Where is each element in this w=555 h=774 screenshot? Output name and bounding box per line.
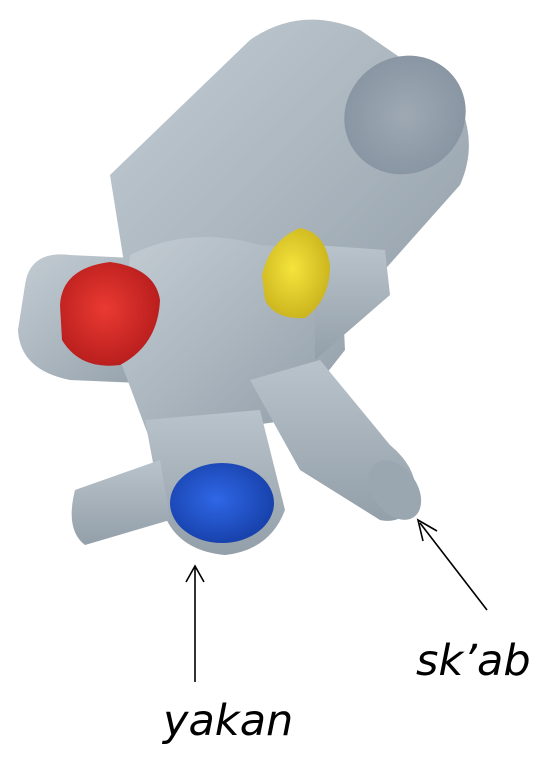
label-skab: sk’ab [416,640,531,683]
arrow-skab [418,520,487,610]
label-yakan: yakan [163,700,293,743]
arrow-yakan [186,566,204,682]
blue-cap [170,463,274,543]
